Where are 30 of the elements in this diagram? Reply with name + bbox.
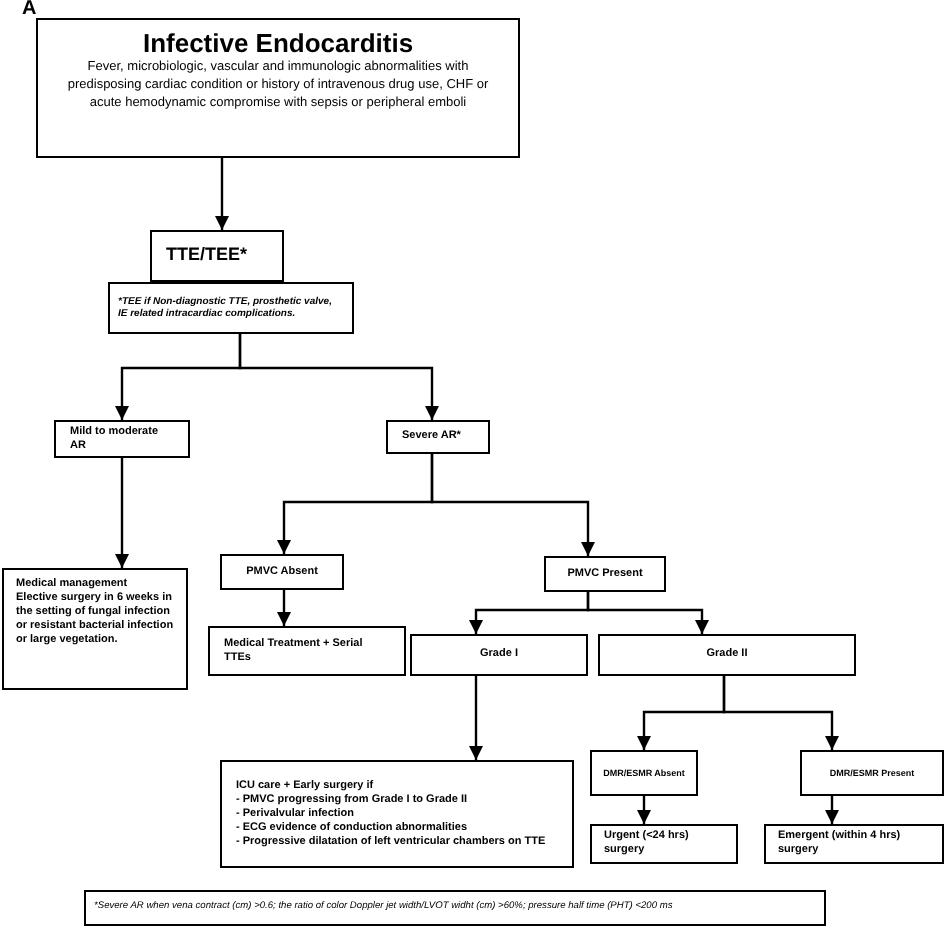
box-text: TTE/TEE* xyxy=(166,242,250,269)
flow-box xyxy=(220,760,574,868)
flow-box xyxy=(410,634,588,676)
arrow xyxy=(586,592,709,634)
flow-box xyxy=(598,634,856,676)
arrow xyxy=(277,590,291,626)
arrow xyxy=(469,676,483,760)
arrow xyxy=(215,158,229,230)
arrow xyxy=(637,796,651,824)
arrow xyxy=(825,796,839,824)
flow-box xyxy=(84,890,826,926)
flow-box xyxy=(544,556,666,592)
arrow xyxy=(115,458,129,568)
flow-box xyxy=(764,824,944,864)
flow-box xyxy=(108,282,354,334)
arrow xyxy=(722,676,839,750)
flow-box xyxy=(800,750,944,796)
flow-box xyxy=(220,554,344,590)
flow-box xyxy=(2,568,188,690)
flow-box xyxy=(54,420,190,458)
flow-box xyxy=(590,824,738,864)
flow-box xyxy=(36,18,520,158)
flow-box xyxy=(150,230,284,282)
flow-box xyxy=(208,626,406,676)
flow-box xyxy=(386,420,490,454)
title: Infective Endocarditis xyxy=(142,28,414,58)
arrow xyxy=(430,454,595,556)
flow-box xyxy=(590,750,698,796)
panel-letter: A xyxy=(22,0,37,24)
arrow xyxy=(238,334,439,420)
